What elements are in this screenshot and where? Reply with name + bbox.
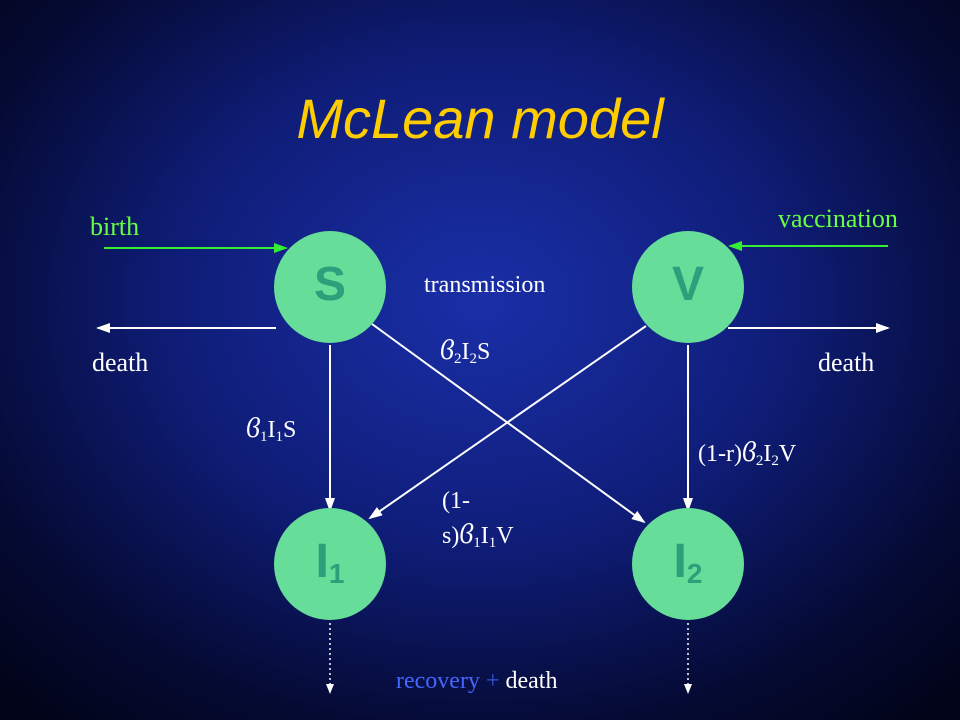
death-label-left: death bbox=[92, 348, 149, 377]
recovery-death-label: recovery + death bbox=[396, 668, 557, 695]
node-i2 bbox=[632, 508, 744, 620]
node-s-label: S bbox=[313, 258, 346, 311]
recovery-text: recovery bbox=[396, 668, 480, 694]
rate-b2-i2-s: ϐ2I2S bbox=[440, 335, 491, 367]
death-text: death bbox=[505, 668, 558, 694]
node-i1-label: I1 bbox=[315, 535, 345, 589]
death-label-right: death bbox=[818, 348, 875, 377]
transmission-label: transmission bbox=[424, 272, 546, 298]
node-i1 bbox=[274, 508, 386, 620]
node-s bbox=[274, 231, 386, 343]
node-v bbox=[632, 231, 744, 343]
rate-b2-i2-v: (1-r)ϐ2I2V bbox=[698, 437, 797, 469]
vaccination-label: vaccination bbox=[778, 204, 898, 233]
birth-label: birth bbox=[90, 212, 140, 241]
v-to-i1-arrow bbox=[368, 325, 647, 520]
plus-sign: + bbox=[485, 668, 500, 694]
slide-title: McLean model bbox=[296, 87, 664, 150]
node-v-label: V bbox=[671, 258, 704, 311]
rate-b1-i1-s: ϐ1I1S bbox=[246, 413, 297, 445]
rate-b1-i1-v: (1- s)ϐ1I1V bbox=[442, 488, 514, 551]
node-i2-label: I2 bbox=[673, 535, 703, 589]
